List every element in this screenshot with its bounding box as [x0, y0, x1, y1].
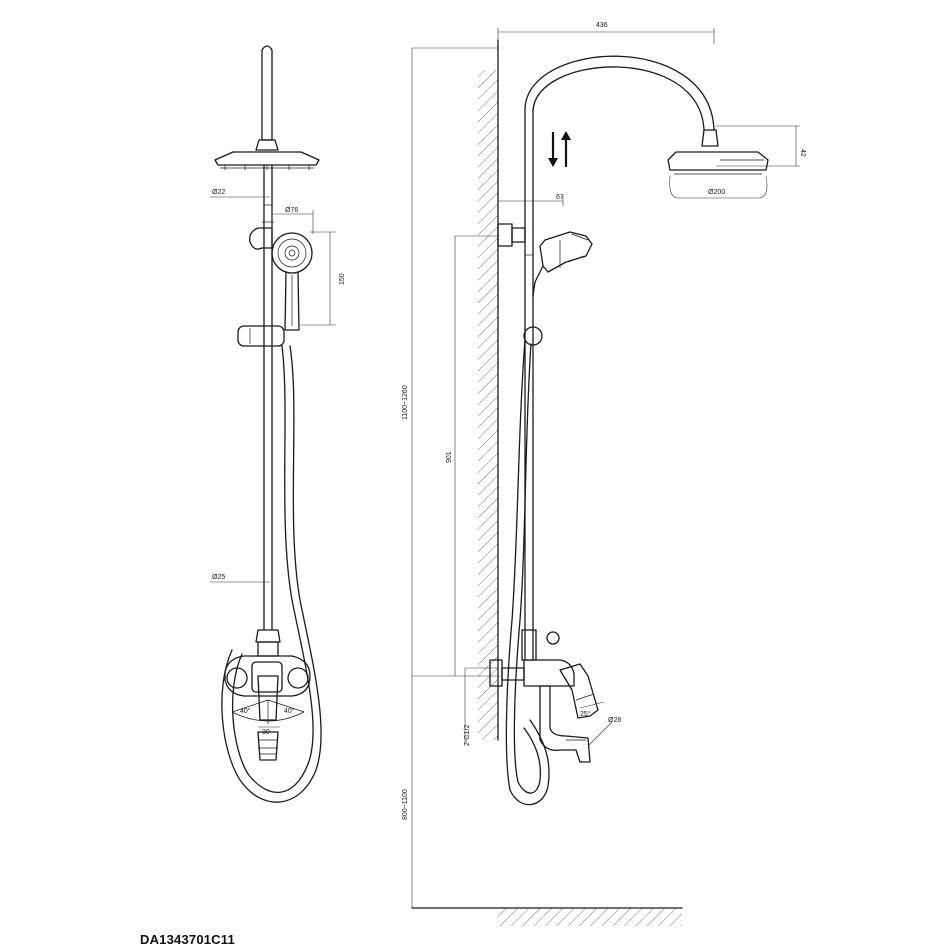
head-side-connector	[701, 129, 719, 147]
label-connection: 2-G1/2	[464, 724, 471, 746]
eccentric-fitting	[501, 667, 525, 681]
hose-side-inner	[513, 343, 542, 794]
mixer-lever	[257, 675, 279, 721]
diverter-knob	[257, 641, 279, 657]
label-head-diameter: Ø200	[708, 189, 725, 196]
label-spout-angle: 25°	[580, 710, 591, 718]
spout-front	[257, 731, 279, 761]
hose-front-outer	[221, 345, 322, 803]
label-outlet-height: 901	[446, 451, 453, 463]
label-spout-diameter: Ø28	[608, 717, 621, 724]
label-hand-shower-diameter: Ø76	[285, 207, 298, 214]
wall-bracket-top	[497, 223, 513, 247]
front-view: Ø22 Ø76 150 Ø25	[210, 45, 346, 803]
hand-shower-side	[539, 231, 593, 273]
mixer-body-side	[523, 659, 575, 687]
slider-holder	[237, 325, 285, 347]
flow-arrows-icon	[548, 131, 571, 167]
mixer-right-cap	[287, 667, 309, 689]
overhead-head-side	[667, 151, 769, 171]
rod-top-tip	[261, 45, 273, 141]
label-wall-offset: 67	[556, 194, 564, 201]
label-head-thickness: 42	[799, 149, 806, 157]
side-view: 436 42 Ø200 67	[402, 22, 806, 926]
spout-side	[539, 685, 591, 763]
mixer-lever-side	[559, 663, 599, 719]
label-rod-top-diameter: Ø22	[212, 189, 225, 196]
head-connector	[255, 139, 279, 151]
hose-front-inner	[231, 345, 314, 793]
wall-bracket-arm	[511, 227, 526, 243]
hand-shower-handle	[284, 271, 300, 331]
diverter-side	[521, 629, 537, 661]
label-total-height: 1100~1260	[402, 385, 409, 420]
model-code: DA1343701C11	[140, 932, 235, 947]
mixer-body-front	[224, 655, 311, 697]
overhead-head-front	[214, 151, 320, 166]
rod-coupling	[255, 629, 281, 643]
hose-side-outer	[505, 339, 550, 806]
hand-shower-face	[271, 232, 313, 274]
hand-shower-holder	[532, 265, 544, 297]
label-mixer-angle-right: 40°	[284, 707, 295, 715]
label-mixer-height: 800~1100	[402, 789, 409, 820]
slider-knob-side	[523, 326, 543, 346]
label-head-reach: 436	[596, 22, 608, 29]
top-bracket	[249, 227, 273, 250]
wall-hatch	[478, 70, 498, 740]
mixer-left-cap	[226, 667, 248, 689]
gooseneck-inner	[532, 66, 705, 231]
floor-hatch	[498, 908, 682, 926]
label-rod-bottom-diameter: Ø25	[212, 574, 225, 581]
mixer-center	[251, 661, 283, 693]
gooseneck-outer	[524, 55, 715, 231]
label-hand-shower-height: 150	[339, 273, 346, 285]
label-mixer-angle-left: 40°	[240, 707, 251, 715]
diverter-knob-side	[546, 631, 560, 645]
